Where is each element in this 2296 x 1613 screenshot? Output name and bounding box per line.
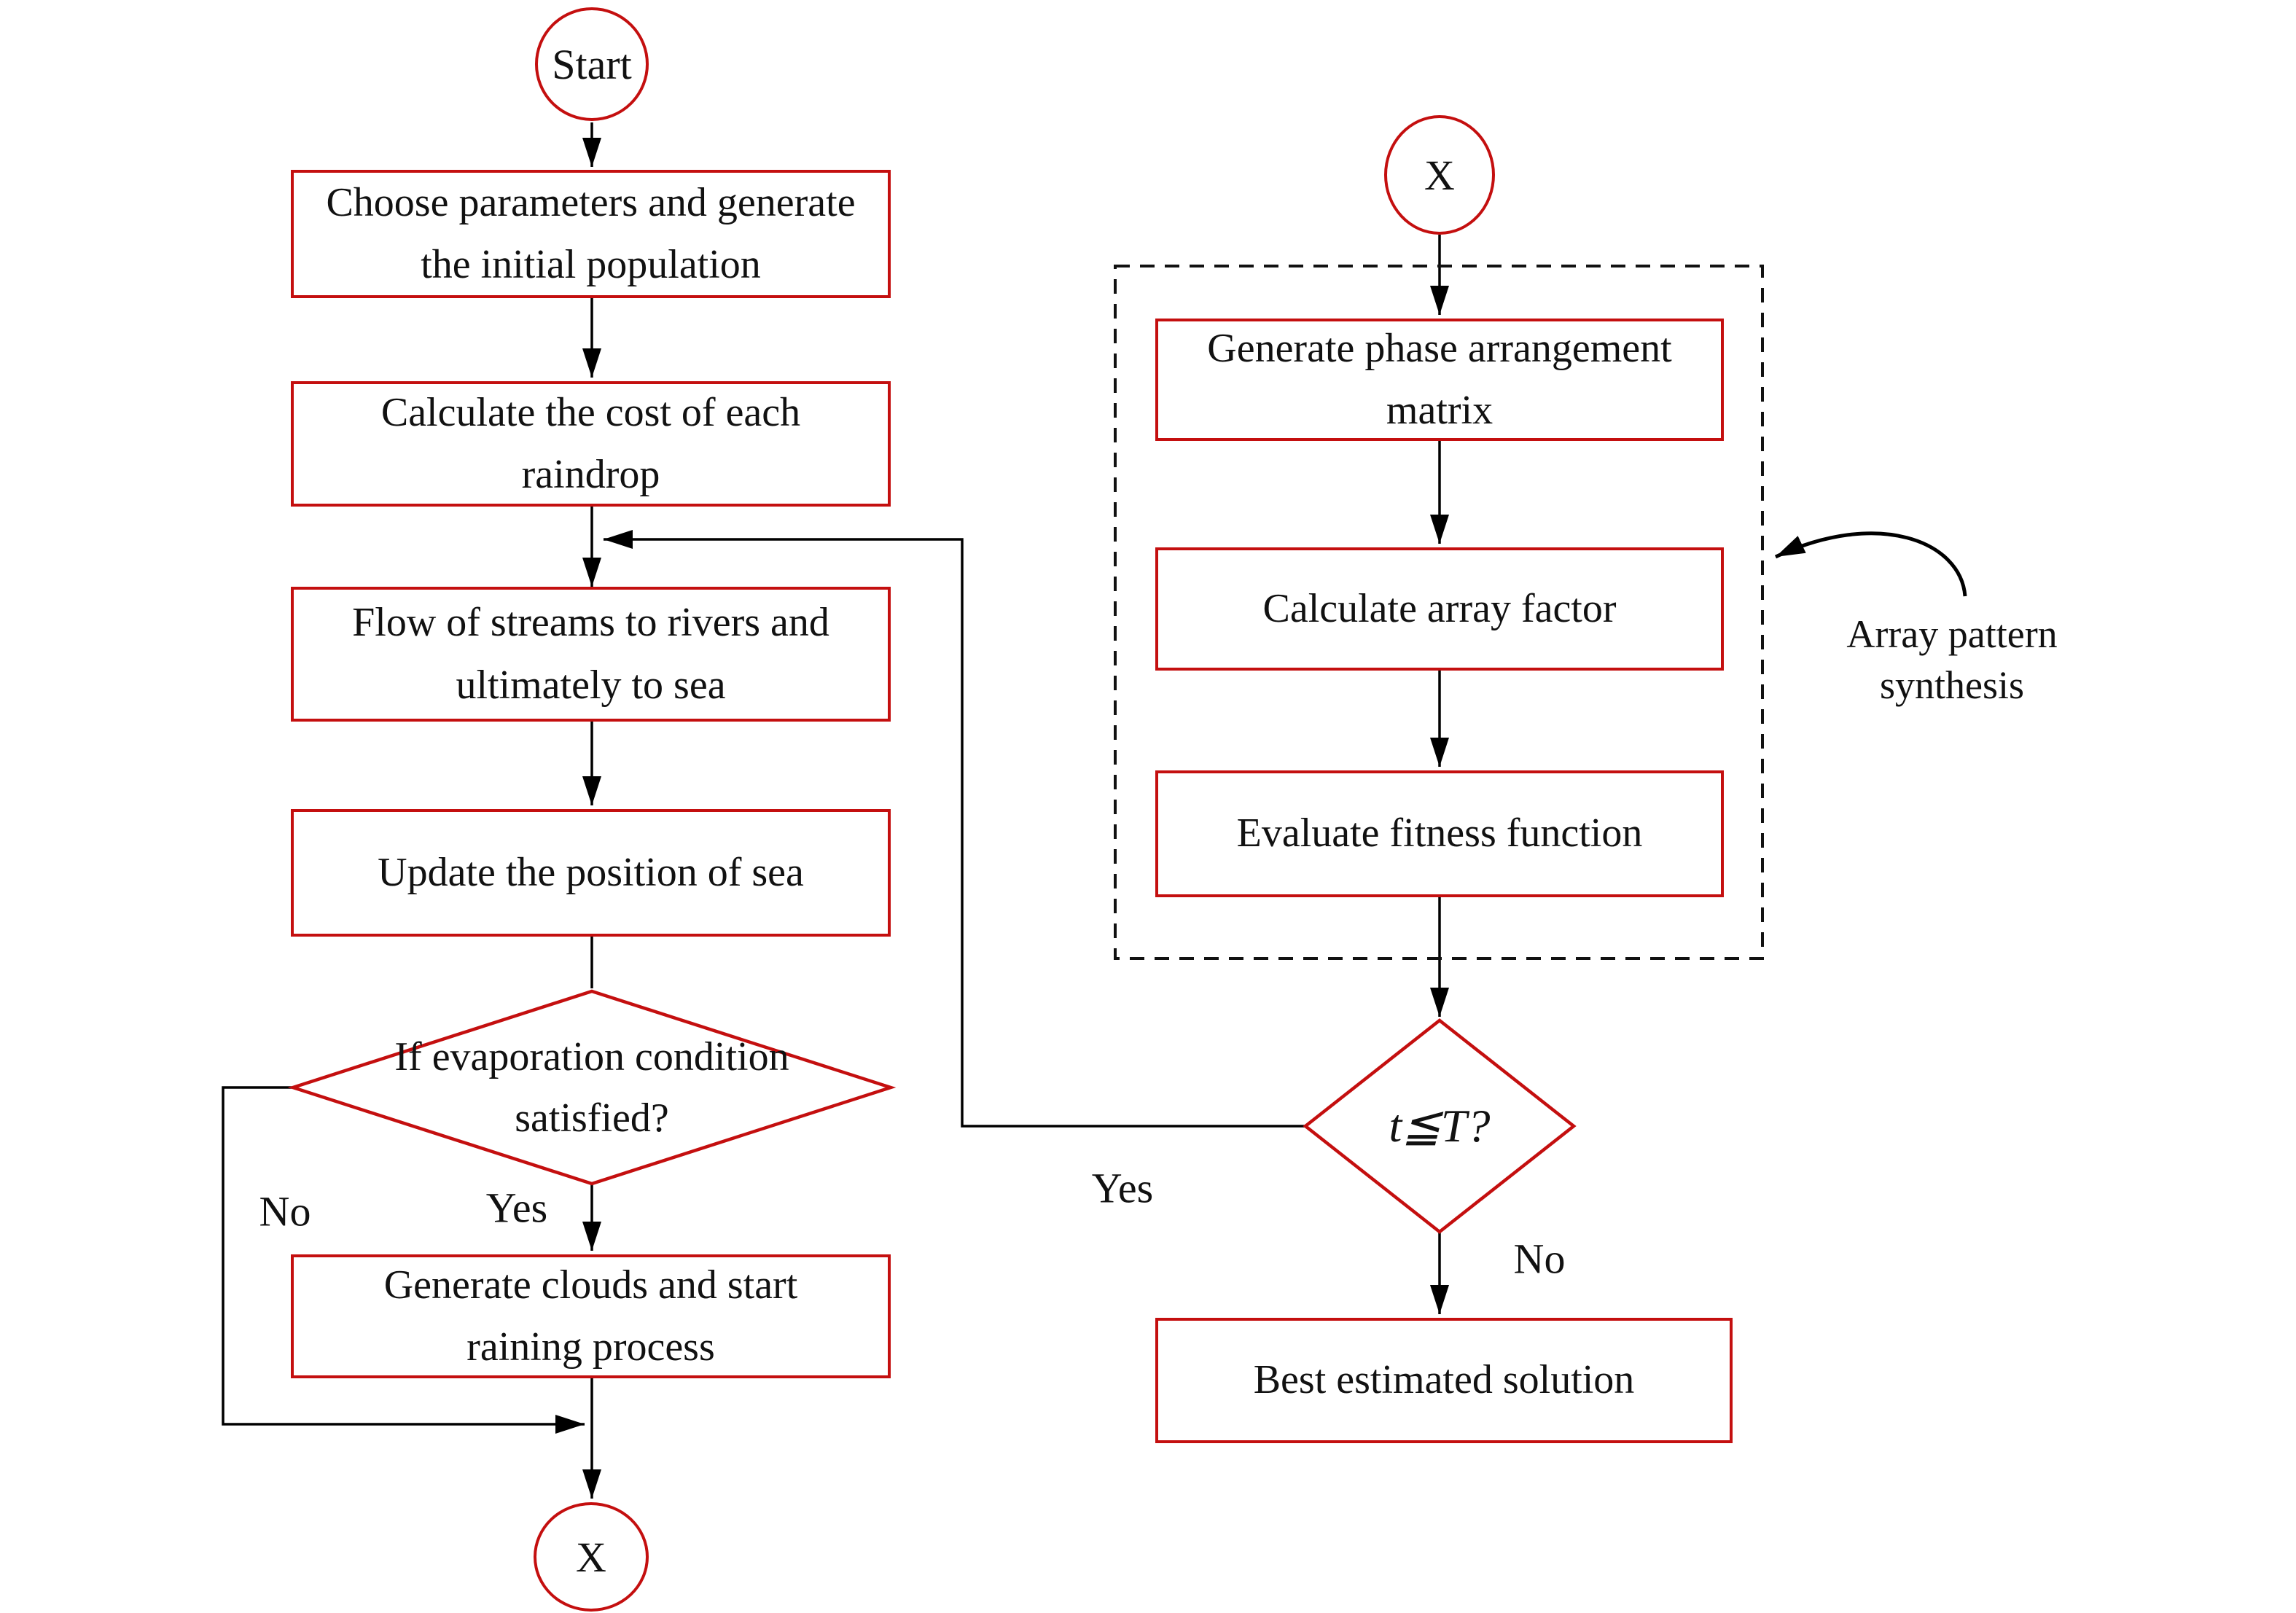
step-label-line: Best estimated solution	[1253, 1357, 1635, 1403]
step-label-line: Choose parameters and generate	[326, 179, 856, 225]
step-evaluate-fitness: Evaluate fitness function	[1155, 770, 1724, 897]
step-generate-clouds: Generate clouds and start raining proces…	[291, 1254, 891, 1378]
entry-connector-terminal: X	[1384, 115, 1495, 235]
evaporation-decision-diamond	[287, 989, 897, 1186]
right-decision-no-label: No	[1513, 1235, 1566, 1283]
caption-line: synthesis	[1879, 663, 2025, 707]
step-label-line: Evaluate fitness function	[1236, 811, 1643, 856]
entry-connector-label: X	[1424, 151, 1455, 199]
edge-yes-return-to-left-flow	[604, 530, 1305, 1128]
edge-no-return-loop	[222, 1086, 585, 1434]
left-decision-yes-label: Yes	[485, 1184, 548, 1232]
array-pattern-synthesis-group	[1114, 265, 1764, 960]
step-label-line: Generate phase arrangement	[1207, 325, 1672, 371]
step-label-line: ultimately to sea	[456, 662, 726, 708]
step-label-line: Generate clouds and start	[383, 1262, 798, 1308]
step-label-line: matrix	[1386, 388, 1493, 433]
exit-connector-terminal: X	[534, 1502, 649, 1612]
step-calculate-array-factor: Calculate array factor	[1155, 547, 1724, 671]
iteration-decision-diamond	[1303, 1018, 1577, 1234]
start-label: Start	[552, 40, 632, 88]
step-update-sea-position: Update the position of sea	[291, 809, 891, 937]
decision-label-line: t≦T?	[1389, 1100, 1491, 1152]
iteration-decision-label: t≦T?	[1305, 1020, 1574, 1232]
caption-curved-arrow	[1774, 531, 1967, 597]
right-decision-yes-label: Yes	[1091, 1164, 1154, 1212]
step-label-line: the initial population	[421, 242, 761, 287]
step-label-line: Calculate the cost of each	[380, 389, 801, 435]
step-calculate-cost: Calculate the cost of each raindrop	[291, 381, 891, 507]
step-label-line: raindrop	[521, 452, 660, 497]
left-decision-no-label: No	[259, 1187, 311, 1235]
caption-line: Array pattern	[1846, 612, 2058, 656]
decision-label-line: If evaporation condition	[394, 1034, 789, 1079]
evaporation-decision-label: If evaporation condition satisfied?	[329, 1009, 854, 1165]
array-pattern-synthesis-caption: Array pattern synthesis	[1846, 609, 2057, 711]
decision-label-line: satisfied?	[515, 1095, 669, 1141]
step-flow-of-streams: Flow of streams to rivers and ultimately…	[291, 587, 891, 722]
step-label-line: raining process	[466, 1324, 715, 1370]
step-generate-phase-matrix: Generate phase arrangement matrix	[1155, 319, 1724, 441]
exit-connector-label: X	[576, 1533, 606, 1581]
step-best-estimated-solution: Best estimated solution	[1155, 1318, 1733, 1443]
step-label-line: Calculate array factor	[1262, 585, 1617, 631]
step-choose-parameters: Choose parameters and generate the initi…	[291, 170, 891, 298]
step-label-line: Flow of streams to rivers and	[352, 600, 829, 646]
step-label-line: Update the position of sea	[378, 849, 804, 895]
start-terminal: Start	[535, 7, 649, 121]
